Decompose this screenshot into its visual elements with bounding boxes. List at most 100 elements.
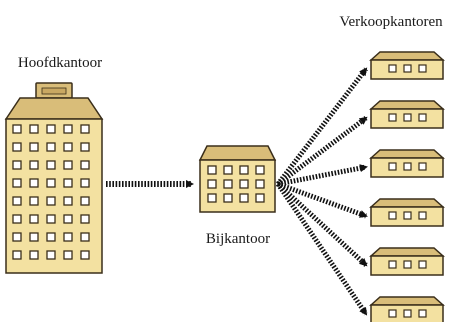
branch-to-sales-arrow [276,116,368,186]
sales-office-building [369,296,445,322]
window [46,124,56,134]
window [63,178,73,188]
window [29,214,39,224]
window [223,165,233,175]
window [207,165,217,175]
window [418,260,427,269]
window [63,160,73,170]
window [207,179,217,189]
sales-office-building [369,247,445,276]
sales-office-building [369,149,445,178]
window [418,211,427,220]
window [403,113,412,122]
window [63,232,73,242]
window [46,160,56,170]
window [29,124,39,134]
window [388,309,397,318]
window [12,178,22,188]
window [29,142,39,152]
window [29,178,39,188]
window [80,178,90,188]
window [80,214,90,224]
window [80,196,90,206]
window [29,250,39,260]
window [388,162,397,171]
window [223,179,233,189]
window [388,113,397,122]
window [403,162,412,171]
window [12,214,22,224]
window [80,160,90,170]
window [12,124,22,134]
window [80,250,90,260]
window [223,193,233,203]
window [12,142,22,152]
sales-office-building [369,198,445,227]
head-office-windows [12,124,90,260]
window [239,193,249,203]
window [46,142,56,152]
office-building-icon [198,145,277,213]
small-office-icon [369,149,445,178]
window [418,64,427,73]
window [388,211,397,220]
small-office-icon [369,198,445,227]
window [29,232,39,242]
window [80,232,90,242]
branch-to-sales-arrow [277,181,368,219]
window [80,124,90,134]
sales-offices-label: Verkoopkantoren [339,14,443,30]
branch-office-label: Bijkantoor [206,231,270,247]
branch-office-windows [207,165,265,203]
window [207,193,217,203]
window [63,214,73,224]
window [46,196,56,206]
branch-office-building: Bijkantoor [198,145,277,247]
window [29,160,39,170]
sales-office-building [369,100,445,129]
window [46,250,56,260]
window [418,162,427,171]
window [12,232,22,242]
branch-to-sales-arrow [277,164,368,187]
window [255,179,265,189]
office-tower-icon [4,82,104,274]
window [80,142,90,152]
window [63,250,73,260]
window [63,142,73,152]
head-office-label: Hoofdkantoor [18,55,102,71]
branch-to-sales-arrow [276,182,368,267]
window [63,124,73,134]
small-office-icon [369,51,445,80]
branch-to-sales-arrows [275,67,369,316]
window [239,165,249,175]
head-office-building: Hoofdkantoor [4,55,104,274]
small-office-icon [369,296,445,322]
window [46,178,56,188]
sales-office-building [369,51,445,80]
window [388,64,397,73]
window [29,196,39,206]
window [418,309,427,318]
sales-offices-group [369,51,445,322]
window [403,211,412,220]
window [46,214,56,224]
small-office-icon [369,100,445,129]
window [255,193,265,203]
window [388,260,397,269]
window [403,64,412,73]
small-office-icon [369,247,445,276]
window [12,250,22,260]
window [403,309,412,318]
window [239,179,249,189]
window [12,196,22,206]
window [255,165,265,175]
window [12,160,22,170]
window [46,232,56,242]
window [63,196,73,206]
window [403,260,412,269]
branch-to-sales-arrow [275,182,369,316]
window [418,113,427,122]
